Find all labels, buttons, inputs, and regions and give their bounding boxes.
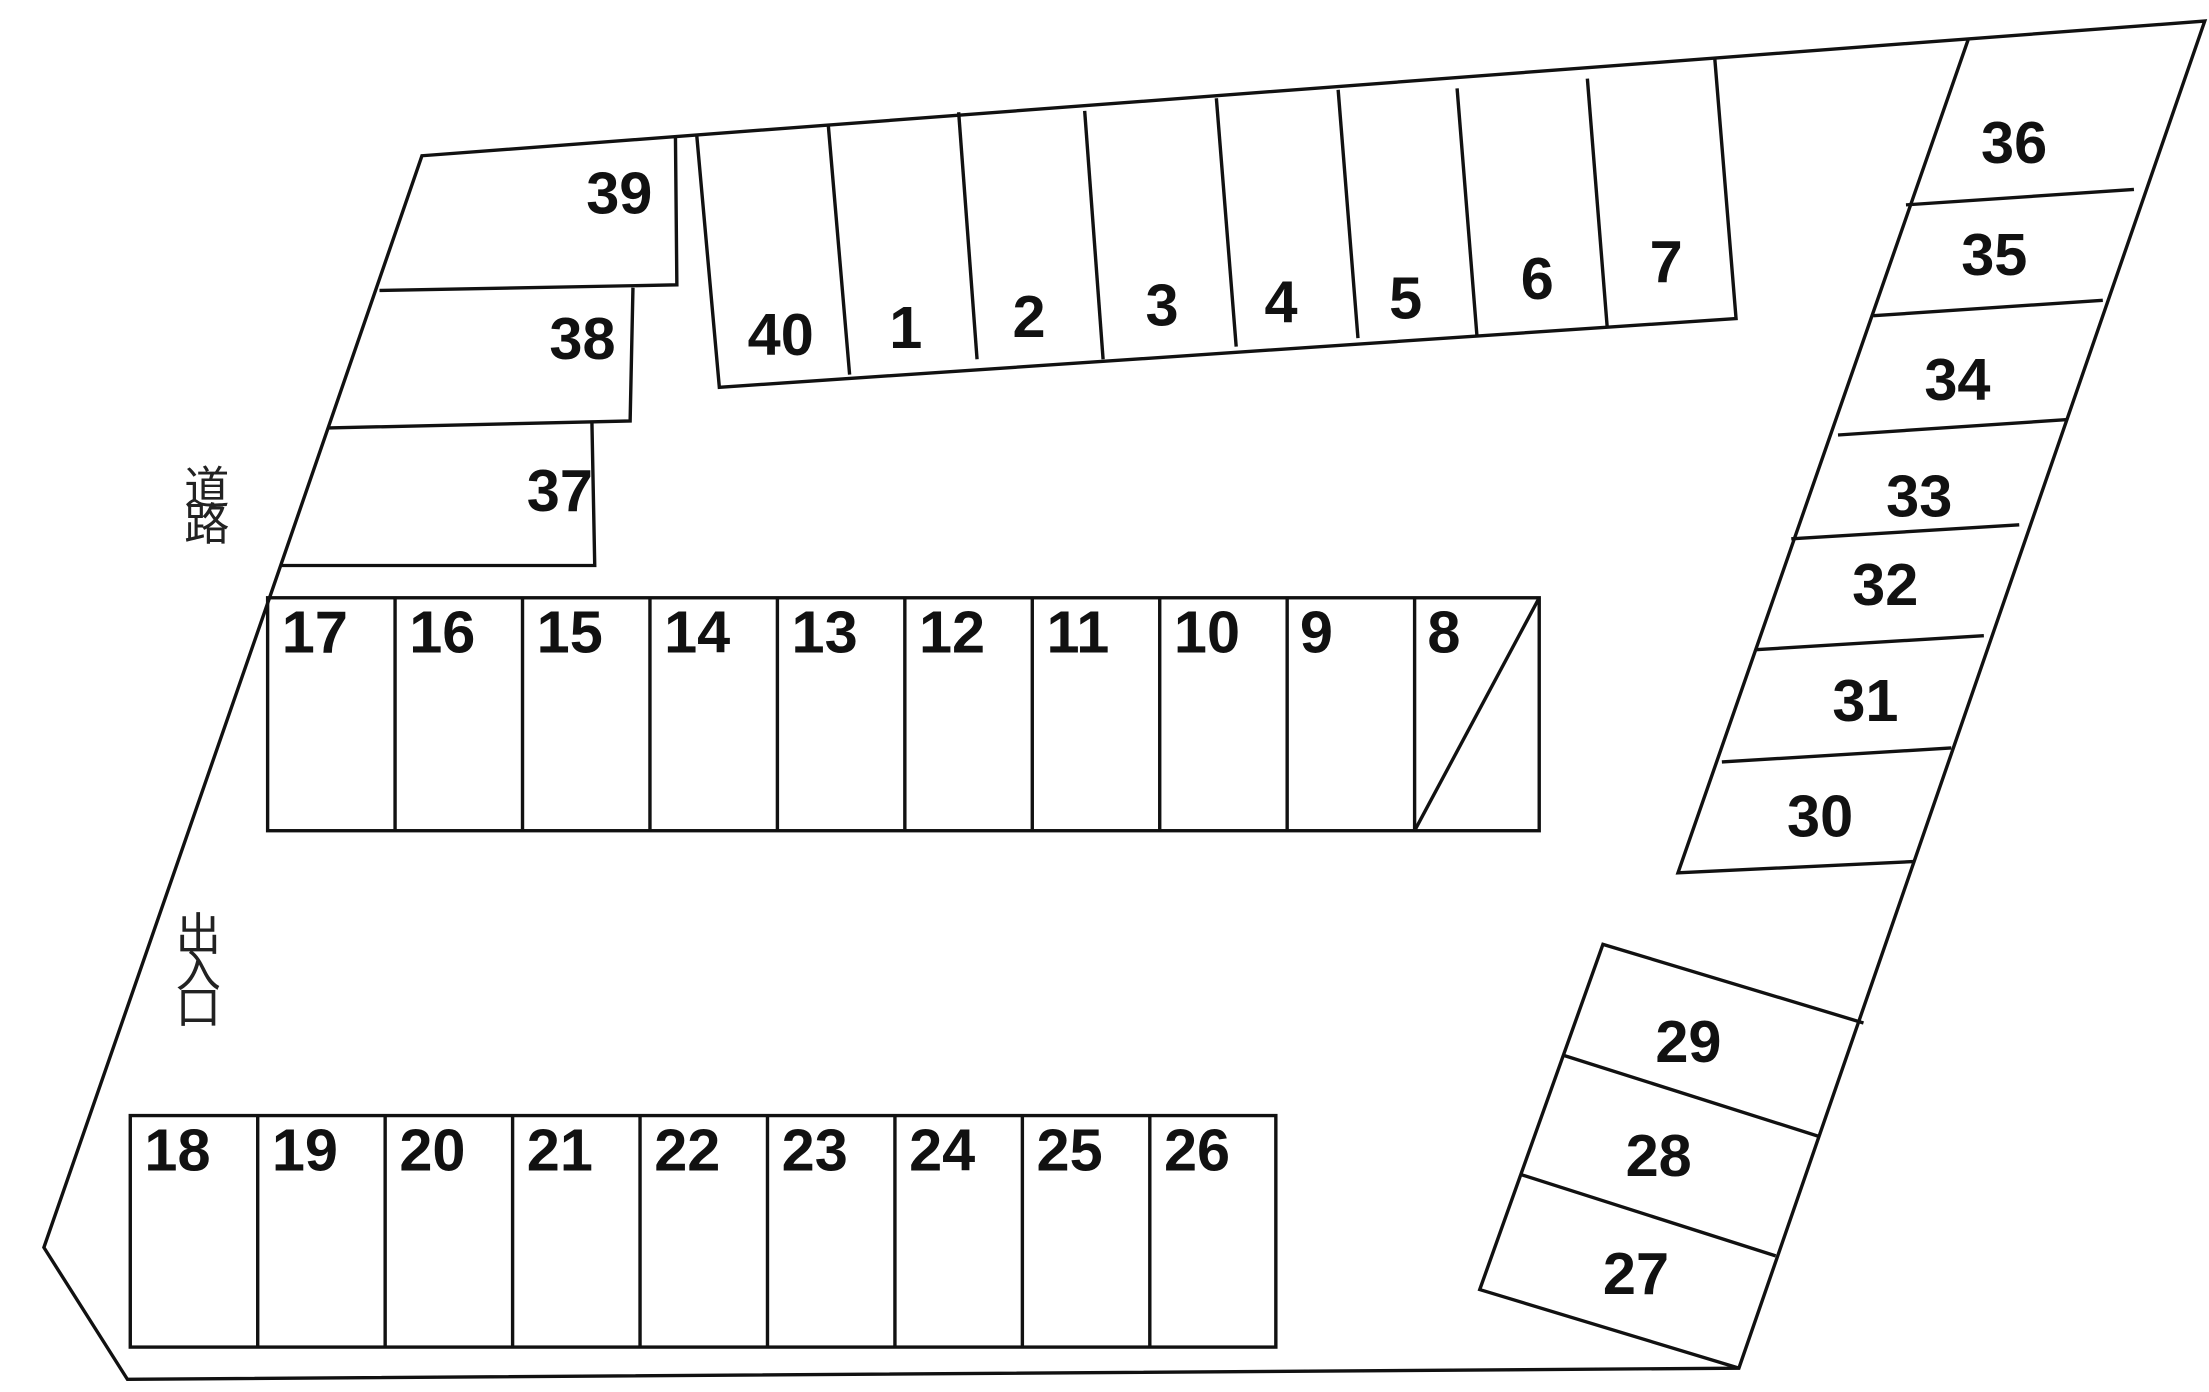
top-row-block — [694, 58, 1738, 390]
space-4-label: 4 — [1265, 269, 1298, 336]
space-26-label: 26 — [1164, 1117, 1230, 1184]
space-24-label: 24 — [909, 1117, 975, 1184]
space-7-label: 7 — [1650, 228, 1683, 295]
space-20-label: 20 — [399, 1117, 465, 1184]
space-9-label: 9 — [1300, 599, 1333, 666]
space-15-label: 15 — [537, 599, 603, 666]
space-31-label: 31 — [1832, 668, 1898, 735]
space-27-label: 27 — [1603, 1240, 1669, 1307]
road-label-char-1: 道 — [184, 462, 229, 515]
entrance-label-char-3: 口 — [176, 981, 221, 1034]
space-32-label: 32 — [1852, 551, 1918, 618]
space-14-label: 14 — [664, 599, 730, 666]
space-10-label: 10 — [1174, 599, 1240, 666]
space-13-label: 13 — [792, 599, 858, 666]
entrance-label-char-2: 入 — [176, 945, 221, 998]
space-36-label: 36 — [1981, 109, 2047, 176]
space-17-label: 17 — [282, 599, 348, 666]
space-23-label: 23 — [782, 1117, 848, 1184]
space-34-label: 34 — [1924, 346, 1990, 413]
space-18-label: 18 — [144, 1117, 210, 1184]
space-29-label: 29 — [1655, 1008, 1721, 1075]
space-40-label: 40 — [748, 301, 814, 368]
left-upper-block — [280, 136, 679, 568]
right-lower-block — [1477, 942, 1864, 1370]
space-22-label: 22 — [654, 1117, 720, 1184]
space-16-label: 16 — [409, 599, 475, 666]
space-11-label: 11 — [1046, 599, 1109, 666]
road-label-char-2: 路 — [184, 498, 229, 551]
space-5-label: 5 — [1389, 265, 1422, 332]
middle-row-block — [265, 596, 1541, 833]
space-33-label: 33 — [1886, 463, 1952, 530]
space-30-label: 30 — [1787, 783, 1853, 850]
space-25-label: 25 — [1037, 1117, 1103, 1184]
space-38-label: 38 — [549, 305, 615, 372]
space-8-diagonal — [1413, 596, 1541, 832]
space-21-label: 21 — [527, 1117, 593, 1184]
space-2-label: 2 — [1012, 283, 1045, 350]
right-column-block — [1675, 38, 2135, 875]
space-35-label: 35 — [1961, 221, 2027, 288]
entrance-label-char-1: 出 — [176, 908, 221, 961]
space-6-label: 6 — [1521, 245, 1554, 312]
space-37-label: 37 — [527, 457, 593, 524]
space-19-label: 19 — [272, 1117, 338, 1184]
bottom-row-block — [128, 1113, 1278, 1349]
space-1-label: 1 — [889, 294, 922, 361]
space-3-label: 3 — [1146, 272, 1179, 339]
space-39-label: 39 — [586, 160, 652, 227]
space-28-label: 28 — [1626, 1122, 1692, 1189]
space-12-label: 12 — [919, 599, 985, 666]
space-8-label: 8 — [1427, 599, 1460, 666]
